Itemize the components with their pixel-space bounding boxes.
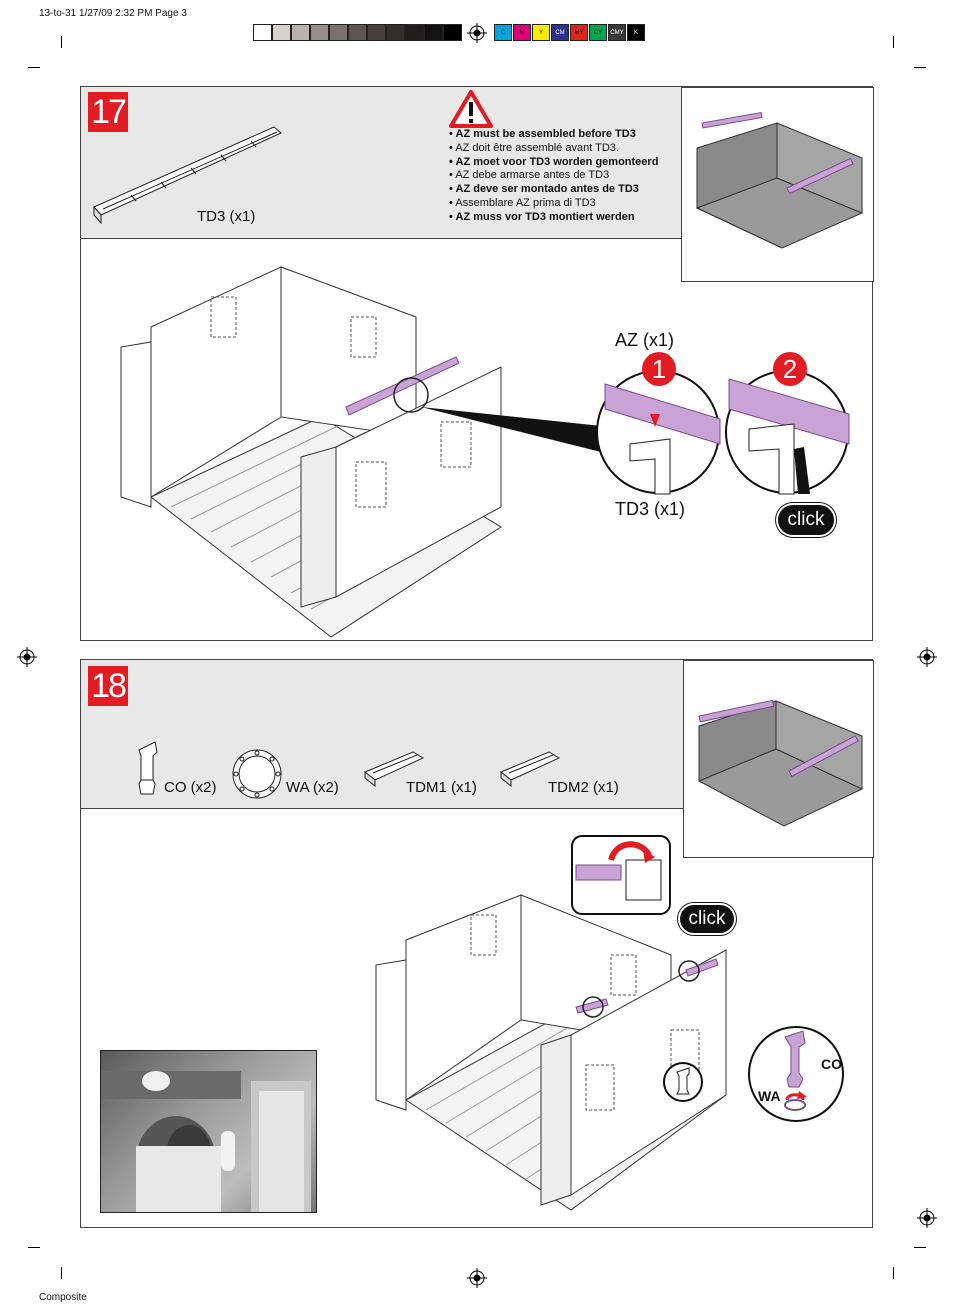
warning-triangle-icon [449, 90, 493, 128]
callout-detail-2 [725, 370, 850, 495]
step-18-header [81, 660, 683, 809]
step-17-panel: 17 TD3 (x1) AZ must be assembled before … [80, 86, 874, 641]
td3-callout-label: TD3 (x1) [615, 499, 686, 519]
click-indicator: click [776, 503, 836, 537]
connector-icon [138, 741, 158, 795]
wa-label: WA [758, 1088, 781, 1104]
tdm1-part-icon [364, 751, 425, 788]
badge-step-1: 1 [642, 352, 676, 386]
shed-assembly-illustration [120, 266, 502, 638]
td3-part-icon [93, 126, 282, 225]
tdm2-part-label: TDM2 (x1) [548, 779, 619, 796]
cmyk-swatch: MY [570, 24, 588, 41]
registration-mark-icon [467, 1268, 487, 1288]
registration-mark-icon [917, 647, 937, 667]
cmyk-swatch: CM [551, 24, 569, 41]
cmyk-swatch: CY [589, 24, 607, 41]
td3-part-label: TD3 (x1) [197, 208, 256, 225]
callout-pointer [421, 407, 611, 452]
warning-item: AZ debe armarse antes de TD3 [449, 169, 658, 183]
step-18-number: 18 [88, 666, 128, 706]
washer-icon [232, 749, 282, 799]
co-part-label: CO (x2) [164, 779, 217, 796]
assembly-photo [100, 1050, 317, 1213]
cmyk-swatch: C [494, 24, 512, 41]
step-17-number: 17 [88, 92, 128, 132]
click-indicator: click [678, 903, 736, 935]
step-17-overview-thumbnail [681, 87, 874, 282]
cmyk-swatch: Y [532, 24, 550, 41]
shed-assembly-illustration [375, 894, 727, 1211]
cmyk-swatch: M [513, 24, 531, 41]
tdm-clip-detail [571, 835, 671, 915]
warning-item: AZ deve ser montado antes de TD3 [449, 183, 658, 197]
cmyk-swatch: K [627, 24, 645, 41]
co-label: CO [821, 1056, 842, 1072]
warning-item: AZ muss vor TD3 montiert werden [449, 211, 658, 225]
warning-item: AZ must be assembled before TD3 [449, 128, 658, 142]
step-18-overview-thumbnail [683, 660, 874, 858]
cmyk-swatch: CMY [608, 24, 626, 41]
wa-part-label: WA (x2) [286, 779, 339, 796]
badge-step-2: 2 [773, 352, 807, 386]
step-18-panel: 18 CO (x2) WA (x2) TDM1 (x1) TDM2 (x1) [80, 659, 874, 1228]
registration-mark-icon [467, 23, 487, 43]
tdm2-part-icon [500, 751, 561, 788]
warning-list: AZ must be assembled before TD3 AZ doit … [449, 128, 658, 225]
slug-footer: Composite [39, 1292, 87, 1303]
warning-item: AZ doit être assemblé avant TD3. [449, 142, 658, 156]
warning-item: Assemblare AZ prima di TD3 [449, 197, 658, 211]
slug-header: 13-to-31 1/27/09 2:32 PM Page 3 [39, 8, 187, 19]
registration-mark-icon [917, 1208, 937, 1228]
co-wa-detail [748, 1026, 844, 1122]
callout-detail-1 [596, 370, 721, 495]
registration-mark-icon [17, 647, 37, 667]
az-callout-label: AZ (x1) [615, 330, 675, 350]
connector-detail [663, 1062, 703, 1102]
warning-item: AZ moet voor TD3 worden gemonteerd [449, 156, 659, 170]
tdm1-part-label: TDM1 (x1) [406, 779, 477, 796]
